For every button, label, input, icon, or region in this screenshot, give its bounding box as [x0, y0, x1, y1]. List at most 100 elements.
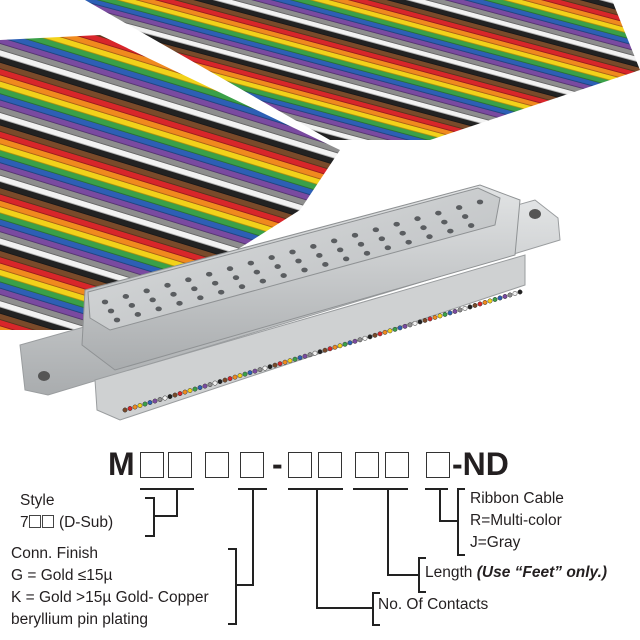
length-note: (Use “Feet” only.): [476, 564, 608, 581]
leader-style: [176, 488, 178, 517]
pin-hole: [342, 256, 350, 262]
pin-hole: [322, 262, 329, 267]
wire-end: [202, 383, 208, 389]
wire-end: [392, 326, 398, 332]
wire-end: [347, 340, 353, 346]
pin-hole: [461, 214, 469, 219]
wire-end: [327, 346, 333, 352]
wire-end: [417, 319, 423, 325]
bracket-length: [418, 591, 426, 593]
pin-hole: [232, 275, 240, 281]
wire-end: [132, 404, 138, 410]
pin-hole: [357, 241, 365, 247]
pin-hole: [226, 266, 234, 272]
pin-hole: [149, 297, 156, 303]
wire-end: [487, 298, 493, 304]
pin-hole: [289, 249, 296, 255]
wire-end: [337, 343, 343, 349]
wire-end: [277, 361, 283, 367]
pin-hole: [185, 277, 192, 283]
ribbon-line: J=Gray: [470, 534, 521, 551]
wire-end: [332, 344, 338, 350]
wire-end: [182, 389, 188, 395]
wire-end: [382, 329, 388, 335]
wire-end: [322, 347, 328, 353]
leader-finish: [235, 584, 254, 586]
pin-hole: [247, 260, 255, 266]
pin-hole: [101, 299, 109, 305]
wire-end: [162, 395, 168, 401]
pn-box: [240, 452, 264, 478]
conn-finish-line: beryllium pin plating: [11, 611, 148, 628]
wire-end: [217, 379, 223, 385]
wire-end: [227, 376, 233, 382]
pin-hole: [393, 221, 400, 227]
pin-hole: [372, 227, 380, 233]
wire-end: [512, 291, 518, 296]
wire-end: [312, 350, 318, 356]
underline-style: [140, 488, 194, 490]
pin-hole: [351, 232, 359, 238]
pn-box: [318, 452, 342, 478]
connector-insulator: [94, 254, 526, 421]
wire-end: [137, 403, 143, 408]
part-number-dash: -: [272, 446, 283, 482]
wire-end: [422, 317, 428, 323]
wire-end: [167, 394, 173, 400]
style-code: 7 (D-Sub): [20, 512, 113, 534]
pin-hole: [467, 223, 475, 228]
pn-box: [426, 452, 450, 478]
wire-end: [372, 332, 378, 338]
mounting-hole-right: [529, 209, 541, 219]
wire-end: [402, 323, 408, 329]
contact-pins: [101, 199, 484, 323]
pin-hole: [143, 288, 150, 294]
underline-contacts: [288, 488, 343, 490]
wire-end: [237, 373, 243, 379]
wire-end: [352, 338, 358, 344]
pin-hole: [447, 228, 454, 234]
wire-end: [412, 320, 418, 326]
leader-contacts: [316, 488, 318, 609]
bracket-ribbon: [457, 488, 459, 556]
wire-end: [247, 370, 253, 376]
wire-end: [357, 337, 363, 343]
pin-hole: [170, 291, 177, 297]
pin-hole: [253, 269, 261, 275]
pin-hole: [301, 267, 308, 273]
pin-hole: [197, 295, 204, 301]
part-number-prefix: M: [108, 446, 135, 482]
wire-end: [447, 310, 453, 316]
wire-end: [267, 364, 273, 370]
pin-hole: [330, 238, 338, 244]
ribbon-line: R=Multi-color: [470, 512, 562, 529]
placeholder-box: [41, 515, 54, 528]
wire-end: [262, 365, 268, 371]
pin-hole: [420, 225, 427, 231]
wire-end: [292, 356, 298, 362]
bracket-style: [153, 497, 155, 537]
pin-hole: [414, 216, 421, 222]
wire-end: [222, 377, 228, 383]
wire-end: [457, 307, 463, 313]
pin-hole: [113, 317, 121, 323]
wire-end: [472, 302, 478, 308]
underline-length: [353, 488, 408, 490]
conn-finish-title: Conn. Finish: [11, 545, 99, 562]
wire-end: [362, 335, 368, 341]
style-label: Style 7 (D-Sub): [20, 490, 113, 534]
wire-end: [257, 367, 263, 373]
pin-hole: [128, 303, 136, 308]
wire-end: [192, 386, 198, 392]
bracket-length: [418, 557, 420, 593]
wire-end: [127, 406, 133, 411]
wire-end: [442, 311, 448, 317]
lower-ribbon-cable: [0, 35, 340, 330]
contacts-label: No. Of Contacts: [378, 596, 489, 613]
wire-end: [397, 325, 403, 331]
pin-hole: [164, 282, 171, 288]
pin-hole: [155, 306, 162, 312]
wire-end: [367, 334, 373, 340]
pin-hole: [211, 280, 219, 286]
pin-hole: [176, 300, 183, 306]
